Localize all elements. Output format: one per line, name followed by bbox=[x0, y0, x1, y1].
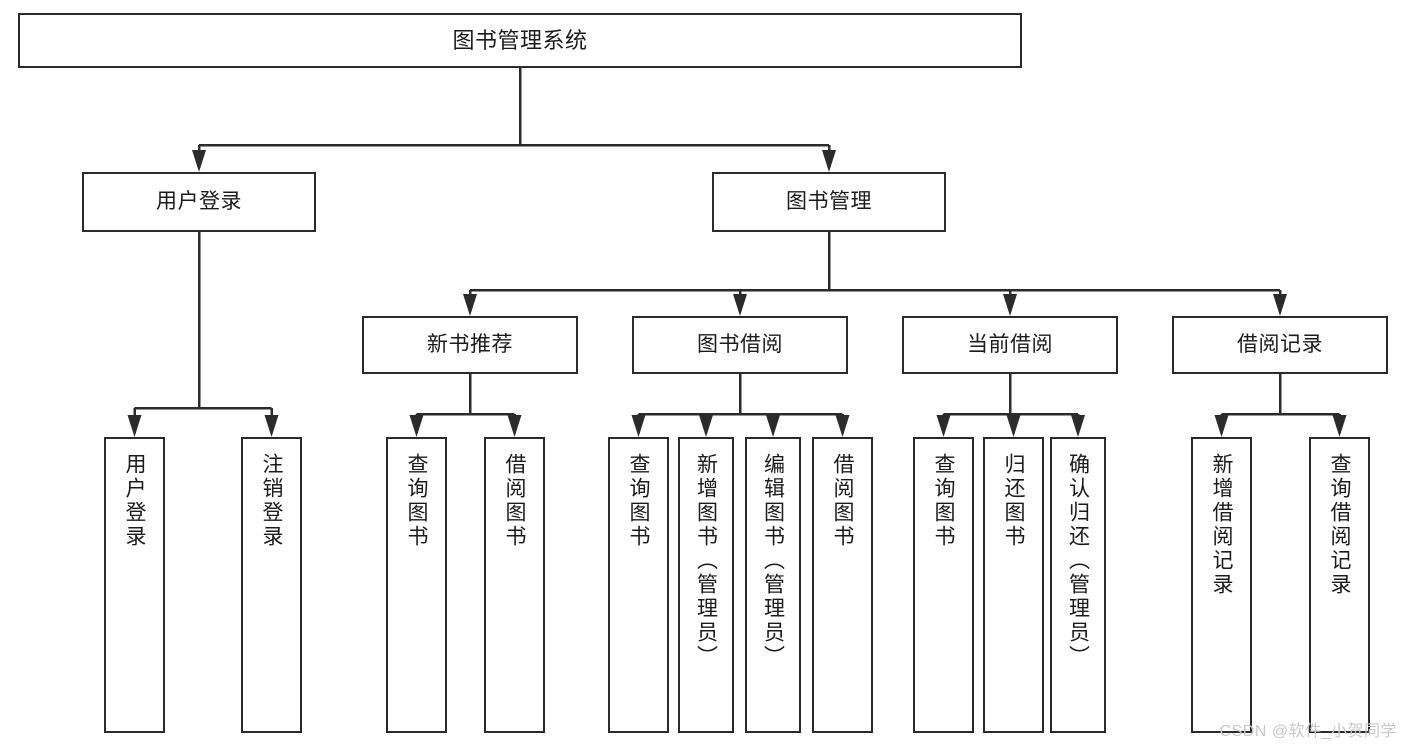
node-leaf-query-book-3[interactable]: 查询图书 bbox=[913, 437, 974, 733]
node-leaf-return-book[interactable]: 归还图书 bbox=[983, 437, 1044, 733]
node-label: 查询图书 bbox=[405, 453, 428, 549]
node-leaf-query-book-2[interactable]: 查询图书 bbox=[608, 437, 669, 733]
node-new-book-recommend[interactable]: 新书推荐 bbox=[362, 316, 578, 374]
node-label: 确认归还（管理员） bbox=[1066, 453, 1090, 669]
node-label: 新书推荐 bbox=[427, 332, 513, 356]
node-leaf-borrow-book-2[interactable]: 借阅图书 bbox=[812, 437, 873, 733]
node-user-login[interactable]: 用户登录 bbox=[82, 172, 316, 232]
node-leaf-add-record[interactable]: 新增借阅记录 bbox=[1191, 437, 1252, 733]
node-label: 新增图书（管理员） bbox=[694, 453, 718, 669]
node-label: 编辑图书（管理员） bbox=[761, 453, 785, 669]
csdn-watermark: CSDN @软件_小贺同学 bbox=[1219, 723, 1397, 740]
node-label: 查询借阅记录 bbox=[1328, 453, 1351, 597]
node-leaf-query-book-1[interactable]: 查询图书 bbox=[386, 437, 447, 733]
node-label: 图书借阅 bbox=[697, 332, 783, 356]
node-label: 查询图书 bbox=[932, 453, 955, 549]
node-label: 归还图书 bbox=[1002, 453, 1025, 549]
node-label: 借阅图书 bbox=[831, 453, 854, 549]
node-label: 用户登录 bbox=[123, 453, 146, 549]
node-borrow-record[interactable]: 借阅记录 bbox=[1172, 316, 1388, 374]
node-book-management[interactable]: 图书管理 bbox=[712, 172, 946, 232]
node-label: 用户登录 bbox=[156, 189, 242, 213]
node-label: 注销登录 bbox=[260, 453, 283, 549]
node-label: 当前借阅 bbox=[967, 332, 1053, 356]
node-current-borrow[interactable]: 当前借阅 bbox=[902, 316, 1118, 374]
node-label: 借阅记录 bbox=[1237, 332, 1323, 356]
node-leaf-add-book[interactable]: 新增图书（管理员） bbox=[678, 437, 734, 733]
node-leaf-user-login[interactable]: 用户登录 bbox=[104, 437, 165, 733]
node-leaf-borrow-book-1[interactable]: 借阅图书 bbox=[484, 437, 545, 733]
node-label: 借阅图书 bbox=[503, 453, 526, 549]
node-leaf-edit-book[interactable]: 编辑图书（管理员） bbox=[745, 437, 801, 733]
node-label: 图书管理系统 bbox=[452, 27, 588, 53]
node-book-borrow[interactable]: 图书借阅 bbox=[632, 316, 848, 374]
node-book-management-system[interactable]: 图书管理系统 bbox=[18, 13, 1022, 68]
node-leaf-confirm-return[interactable]: 确认归还（管理员） bbox=[1050, 437, 1106, 733]
node-leaf-logout[interactable]: 注销登录 bbox=[241, 437, 302, 733]
node-leaf-query-record[interactable]: 查询借阅记录 bbox=[1309, 437, 1370, 733]
node-label: 查询图书 bbox=[627, 453, 650, 549]
node-label: 新增借阅记录 bbox=[1210, 453, 1233, 597]
node-label: 图书管理 bbox=[786, 189, 872, 213]
